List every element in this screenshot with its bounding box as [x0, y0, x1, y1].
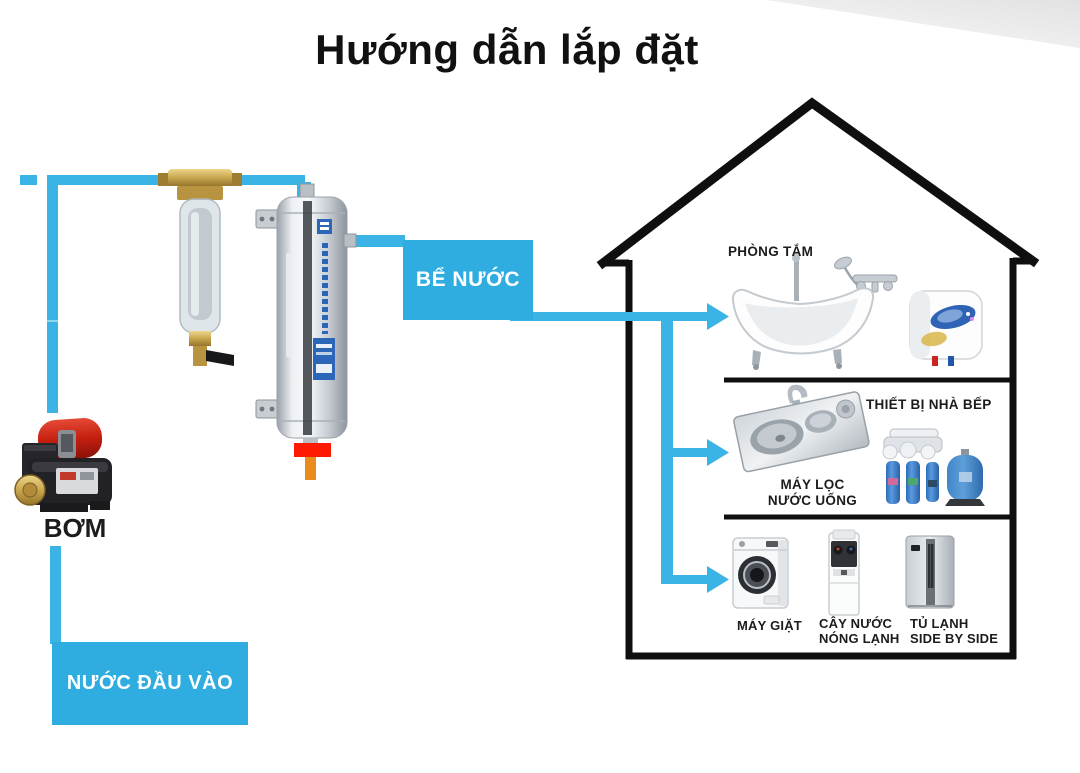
washer-label: MÁY GIẶT: [737, 618, 802, 633]
drain-valve: [294, 443, 331, 457]
pump-label: BƠM: [43, 513, 107, 543]
washing-machine: [732, 537, 789, 609]
bathtub: [731, 254, 875, 370]
kitchen-sink: [733, 384, 870, 473]
pipe-inlet-stub: [20, 175, 37, 185]
pipe-ground-branch: [661, 575, 707, 584]
inlet-label: NƯỚC ĐẦU VÀO: [66, 672, 234, 694]
house-outline: [596, 97, 1040, 660]
pressure-tank: [945, 449, 985, 506]
pipe-filter-outlet: [350, 235, 405, 247]
tank-label-box: [403, 240, 533, 320]
fridge-label: TỦ LẠNH SIDE BY SIDE: [910, 616, 999, 646]
water-dispenser: [828, 529, 860, 616]
dispenser-label: CÂY NƯỚC NÓNG LẠNH: [819, 616, 900, 646]
arrow-ground: [707, 566, 729, 593]
pipe-kitchen-branch: [661, 448, 707, 457]
shower-set: [834, 256, 898, 293]
tank-label: BỂ NƯỚC: [415, 268, 521, 291]
kitchen-label: THIẾT BỊ NHÀ BẾP: [866, 397, 992, 412]
inlet-label-box: [52, 642, 248, 725]
pipe-pump-to-inlet: [50, 546, 61, 644]
central-filter: [255, 183, 357, 480]
pipe-tank-to-bath: [510, 312, 707, 321]
prefilter: [158, 169, 242, 366]
page-title: Hướng dẫn lắp đặt: [315, 26, 699, 73]
drinking-filter-label: MÁY LỌC NƯỚC UỐNG: [767, 477, 858, 508]
pump: [14, 418, 112, 512]
drain-pipe: [305, 446, 316, 480]
corner-decoration: [767, 0, 1080, 48]
fridge: [905, 535, 955, 609]
arrow-kitchen: [707, 439, 729, 466]
arrow-bathroom: [707, 303, 729, 330]
bathroom-label: PHÒNG TẮM: [728, 244, 814, 259]
ro-filter: [882, 428, 943, 504]
pipe-left-vertical: [47, 175, 58, 413]
water-heater: [909, 290, 983, 366]
